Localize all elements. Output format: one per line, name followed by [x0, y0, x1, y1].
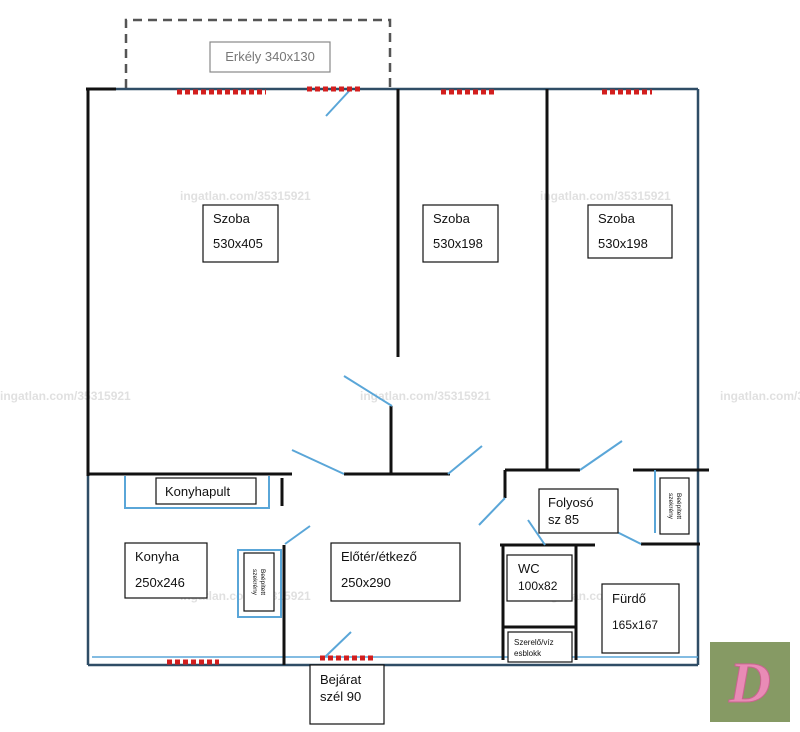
- corridor-closet: Beépített szekrény: [659, 477, 690, 535]
- room-wc: WC 100x82: [506, 554, 573, 602]
- room-size: 250x290: [341, 575, 391, 590]
- room-name: Szoba: [433, 211, 471, 226]
- balcony: Erkély 340x130: [124, 18, 392, 88]
- door-swing: [324, 631, 352, 658]
- watermark: ingatlan.com/35315921: [360, 389, 491, 403]
- room-bedroom-middle: Szoba 530x198: [422, 204, 499, 263]
- room-hall-dining: Előtér/étkező 250x290: [330, 542, 461, 602]
- room-name: WC: [518, 561, 540, 576]
- door-swing: [447, 445, 483, 475]
- watermark-layer: ingatlan.com/35315921 ingatlan.com/35315…: [0, 189, 800, 603]
- door-swing: [478, 497, 506, 526]
- doors: [124, 89, 656, 658]
- room-name: Fürdő: [612, 591, 646, 606]
- room-size: 530x198: [433, 236, 483, 251]
- door-swing: [527, 519, 546, 546]
- room-size: sz 85: [548, 512, 579, 527]
- watermark: ingatlan.com/35315921: [180, 189, 311, 203]
- room-size: 530x405: [213, 236, 263, 251]
- interior-walls: [86, 87, 709, 665]
- door-swing: [291, 449, 345, 475]
- kitchen-counter: Konyhapult: [155, 477, 257, 505]
- room-name: Folyosó: [548, 495, 594, 510]
- balcony-label: Erkély 340x130: [225, 49, 315, 64]
- counter-outline: [124, 476, 270, 509]
- room-name: Előtér/étkező: [341, 549, 417, 564]
- door-swing: [343, 375, 393, 407]
- utility-block: Szerelő/víz esblokk: [507, 631, 573, 663]
- room-name: Szoba: [213, 211, 251, 226]
- door-swing: [325, 89, 351, 117]
- closet-label: Beépített: [675, 493, 682, 519]
- room-name: Konyha: [135, 549, 180, 564]
- windows: [167, 86, 652, 665]
- door-swing: [616, 531, 642, 545]
- utility-label: esblokk: [514, 649, 542, 658]
- closet-outline: [237, 549, 282, 618]
- room-bathroom: Fürdő 165x167: [601, 583, 680, 654]
- closet-label: Beépített: [259, 569, 266, 595]
- kitchen-closet: Beépített szekrény: [243, 552, 275, 612]
- room-size: 100x82: [518, 579, 558, 593]
- watermark: ingatlan.com/35315921: [720, 389, 800, 403]
- room-kitchen: Konyha 250x246: [124, 542, 208, 599]
- balcony-label-box: [209, 41, 331, 73]
- door-swing: [284, 525, 311, 545]
- entrance: Bejárat szél 90: [309, 664, 385, 725]
- watermark: ingatlan.com/35315921: [540, 189, 671, 203]
- room-size: 250x246: [135, 575, 185, 590]
- door-swing: [579, 440, 623, 471]
- room-size: 530x198: [598, 236, 648, 251]
- room-corridor: Folyosó sz 85: [538, 488, 619, 534]
- entrance-label: Bejárat: [320, 672, 362, 687]
- room-bedroom-right: Szoba 530x198: [587, 204, 673, 259]
- entrance-label: szél 90: [320, 689, 361, 704]
- utility-label: Szerelő/víz: [514, 638, 554, 647]
- agency-logo: D: [710, 642, 790, 722]
- counter-label: Konyhapult: [165, 484, 230, 499]
- room-name: Szoba: [598, 211, 636, 226]
- logo-letter: D: [728, 650, 771, 715]
- logo-background: [710, 642, 790, 722]
- room-bedroom-large: Szoba 530x405: [202, 204, 279, 263]
- watermark: ingatlan.com/35315921: [0, 389, 131, 403]
- closet-label: szekrény: [251, 569, 258, 596]
- room-size: 165x167: [612, 618, 658, 632]
- closet-label: szekrény: [667, 493, 674, 520]
